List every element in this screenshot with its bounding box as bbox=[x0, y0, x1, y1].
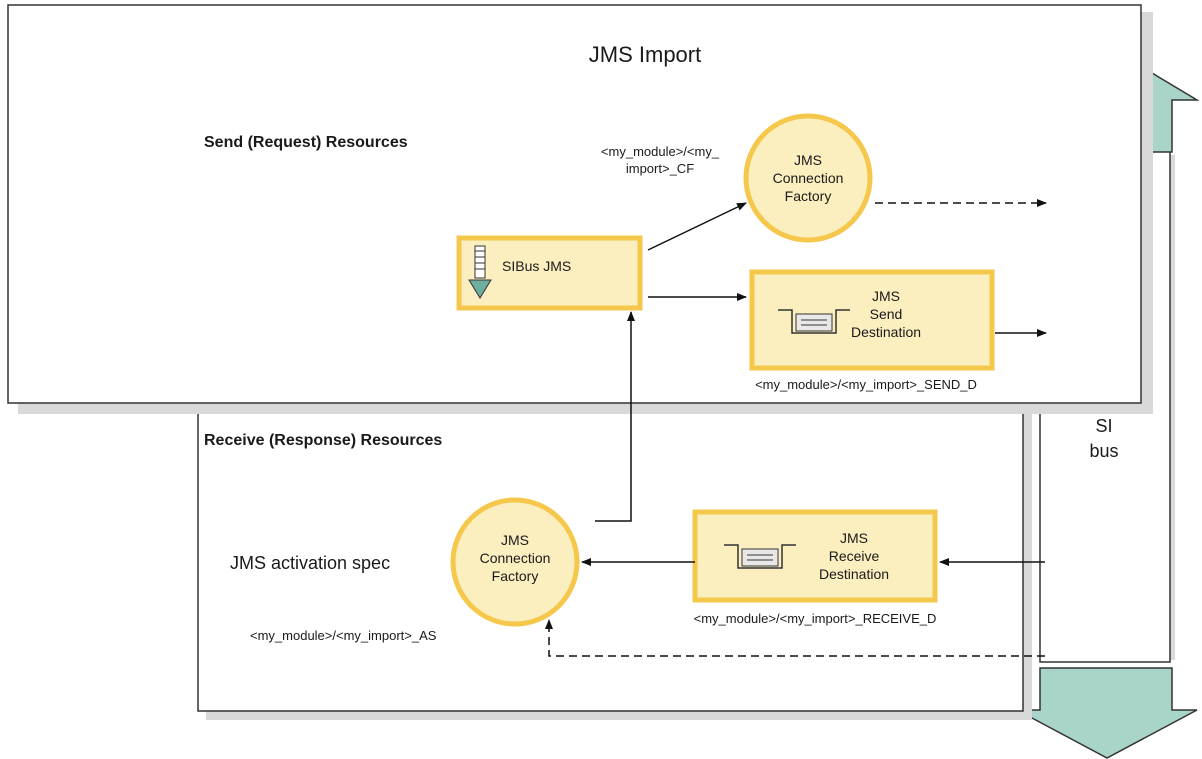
send-cf-label-3: Factory bbox=[785, 188, 832, 204]
receive-destination-box bbox=[692, 509, 938, 603]
send-dest-label-2: Send bbox=[870, 306, 903, 322]
send-destination-node: JMS Send Destination bbox=[749, 269, 995, 371]
receive-cf-circle bbox=[450, 497, 580, 627]
receive-cf-label-2: Connection bbox=[480, 550, 551, 566]
arrow-sibus-to-send-cf bbox=[647, 202, 747, 251]
receive-dest-label-1: JMS bbox=[840, 530, 868, 546]
receive-cf-label-3: Factory bbox=[492, 568, 539, 584]
send-dest-label-1: JMS bbox=[872, 288, 900, 304]
queue-icon bbox=[724, 544, 796, 569]
si-bus-down-arrow bbox=[1016, 667, 1198, 759]
sibus-arrow-icon bbox=[468, 245, 492, 299]
send-dest-name: <my_module>/<my_import>_SEND_D bbox=[755, 377, 977, 392]
send-cf-label-1: JMS bbox=[794, 152, 822, 168]
sibus-jms-node: SIBus JMS bbox=[456, 235, 643, 311]
receive-dest-name: <my_module>/<my_import>_RECEIVE_D bbox=[694, 611, 937, 626]
send-cf-circle bbox=[743, 113, 873, 243]
receive-section-heading: Receive (Response) Resources bbox=[204, 432, 442, 449]
activation-spec-label: JMS activation spec bbox=[230, 553, 390, 573]
send-section-heading: Send (Request) Resources bbox=[204, 134, 408, 151]
send-dest-label-3: Destination bbox=[851, 324, 921, 340]
activation-spec-name: <my_module>/<my_import>_AS bbox=[250, 628, 437, 643]
send-cf-name-line1: <my_module>/<my_ bbox=[601, 144, 720, 159]
connectors bbox=[545, 199, 1047, 657]
send-cf-label-2: Connection bbox=[773, 170, 844, 186]
receive-destination-node: JMS Receive Destination bbox=[692, 509, 938, 603]
sibus-jms-label: SIBus JMS bbox=[502, 258, 571, 274]
arrow-bus-to-activation-spec bbox=[545, 619, 1045, 657]
arrow-receive-cf-to-sibus bbox=[595, 311, 635, 522]
diagram-title: JMS Import bbox=[589, 42, 701, 67]
receive-dest-label-2: Receive bbox=[829, 548, 880, 564]
send-cf-name-line2: import>_CF bbox=[626, 161, 694, 176]
receive-connection-factory: JMS Connection Factory bbox=[450, 497, 580, 627]
receive-dest-label-3: Destination bbox=[819, 566, 889, 582]
si-bus-label-line2: bus bbox=[1089, 441, 1118, 461]
queue-icon bbox=[778, 309, 850, 334]
si-bus-label-line1: SI bbox=[1095, 416, 1112, 436]
send-connection-factory: JMS Connection Factory bbox=[743, 113, 873, 243]
sibus-jms-box bbox=[456, 235, 643, 311]
receive-cf-label-1: JMS bbox=[501, 532, 529, 548]
